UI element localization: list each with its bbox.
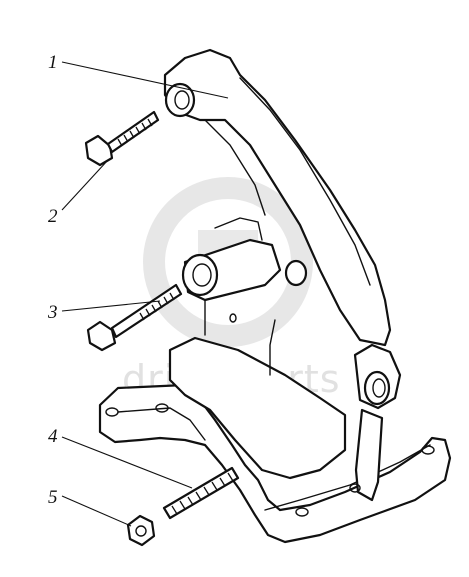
nut-hole	[135, 525, 147, 537]
bracket-base-plate	[98, 383, 452, 544]
top-pivot-hole	[164, 82, 196, 118]
nut	[126, 514, 156, 547]
bolt-short-thread	[117, 118, 153, 147]
base-hole-2	[155, 403, 169, 413]
base-hole-1	[105, 407, 119, 417]
leader-line-4	[61, 436, 193, 489]
bracket	[98, 48, 452, 544]
base-hole-4	[421, 445, 435, 455]
bolt-long-head	[86, 320, 117, 352]
bolt-short-head	[84, 134, 114, 167]
bolt-long	[86, 283, 183, 352]
callout-5: 5	[48, 487, 58, 508]
right-boss-hole-inner	[372, 378, 386, 398]
bushing-top	[214, 217, 263, 241]
callout-4: 4	[48, 426, 58, 447]
bracket-main-body	[168, 336, 347, 480]
bracket-upper-arm	[163, 48, 392, 347]
bracket-body-edge-2	[269, 319, 276, 376]
stud-thread	[171, 472, 234, 515]
leader-line-3	[61, 300, 161, 312]
nut-body	[126, 514, 156, 547]
callout-2: 2	[48, 206, 58, 227]
bracket-base-edge	[117, 407, 206, 441]
side-hole	[284, 259, 308, 287]
top-pivot-hole-inner	[174, 90, 190, 110]
right-boss-hole	[363, 370, 391, 406]
middle-bushing-hole	[181, 253, 219, 297]
rib-hole	[349, 483, 361, 493]
leader-line-2	[61, 159, 109, 211]
bolt-short	[84, 110, 160, 167]
arm-rib	[239, 77, 371, 286]
small-hole	[229, 313, 237, 323]
callout-1: 1	[48, 52, 58, 73]
base-hole-3	[295, 507, 309, 517]
callout-3: 3	[47, 302, 58, 323]
middle-bushing-hole-inner	[192, 263, 212, 287]
bracket-base-edge-2	[264, 444, 431, 511]
diagonal-rib	[354, 408, 384, 502]
leader-line-5	[61, 495, 132, 527]
arm-inner-edge	[204, 119, 266, 216]
leader-line-1	[61, 61, 229, 99]
bolt-long-thread	[139, 292, 175, 321]
bolt-short-shank	[106, 110, 160, 154]
stud	[162, 466, 240, 520]
